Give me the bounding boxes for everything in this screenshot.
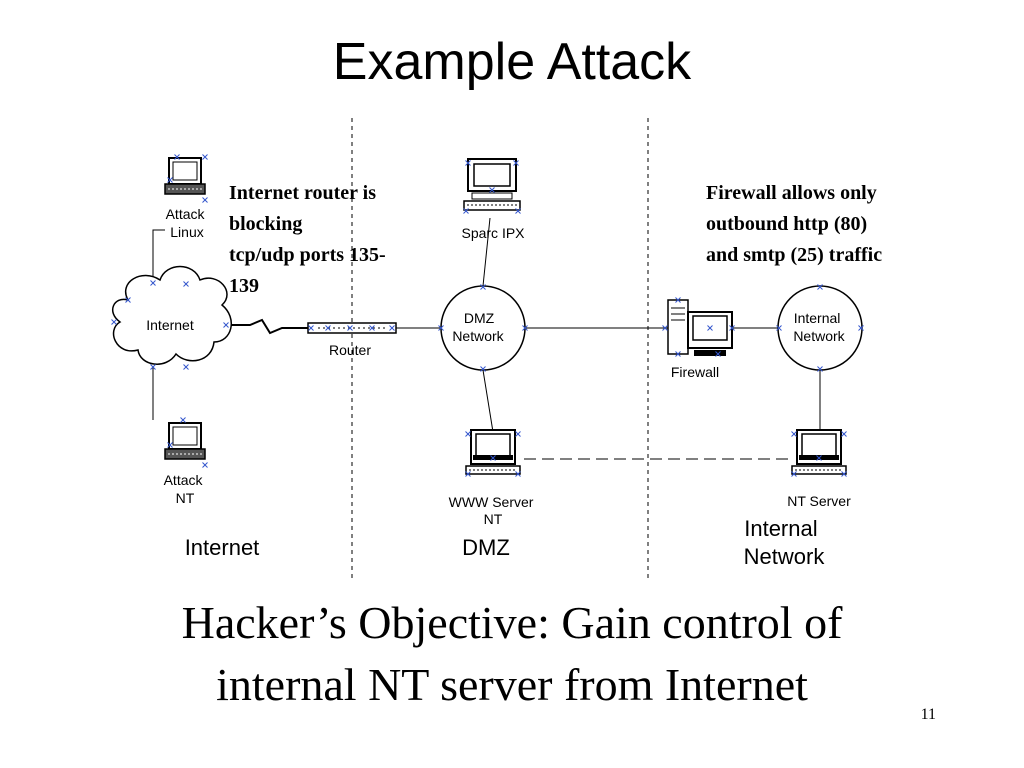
slide-title: Example Attack	[332, 33, 692, 91]
zone-label-internet: Internet	[185, 535, 260, 560]
www-server-label: WWW Server NT	[449, 494, 538, 527]
zone-label-dmz: DMZ	[462, 535, 510, 560]
dmz-network-label: DMZ Network	[452, 310, 504, 344]
router-label: Router	[329, 342, 371, 358]
internal-network-node[interactable]	[777, 285, 863, 371]
zone-label-internal-network: Internal Network	[744, 516, 826, 569]
firewall-label: Firewall	[671, 364, 719, 380]
router-blocking-note: Internet router is blocking tcp/udp port…	[229, 182, 386, 297]
internet-cloud-icon[interactable]	[111, 265, 232, 365]
sparc-ipx-workstation-icon[interactable]	[463, 158, 521, 211]
link-sparc-dmz	[482, 217, 491, 287]
attack-linux-label: Attack Linux	[166, 206, 209, 240]
nt-server-computer-icon[interactable]	[791, 429, 847, 475]
link-linux-internet	[152, 229, 165, 283]
attack-nt-label: Attack NT	[164, 472, 207, 506]
attack-nt-laptop-icon[interactable]	[164, 422, 206, 460]
www-server-computer-icon[interactable]	[465, 429, 521, 475]
nt-server-label: NT Server	[787, 493, 851, 509]
link-internet-router	[226, 318, 308, 335]
slide-number: 11	[920, 706, 936, 723]
hacker-objective: Hacker’s Objective: Gain control of inte…	[0, 592, 1024, 716]
objective-line-1: Hacker’s Objective: Gain control of	[181, 597, 843, 648]
attack-linux-laptop-icon[interactable]	[164, 157, 206, 195]
firewall-computer-icon[interactable]	[667, 299, 733, 356]
router-icon[interactable]	[307, 322, 397, 334]
sparc-ipx-label: Sparc IPX	[461, 225, 525, 241]
link-dmz-www	[482, 369, 494, 433]
objective-line-2: internal NT server from Internet	[216, 659, 808, 710]
internal-network-label: Internal Network	[793, 310, 845, 344]
firewall-policy-note: Firewall allows only outbound http (80) …	[706, 182, 883, 266]
internet-cloud-label: Internet	[146, 317, 194, 333]
